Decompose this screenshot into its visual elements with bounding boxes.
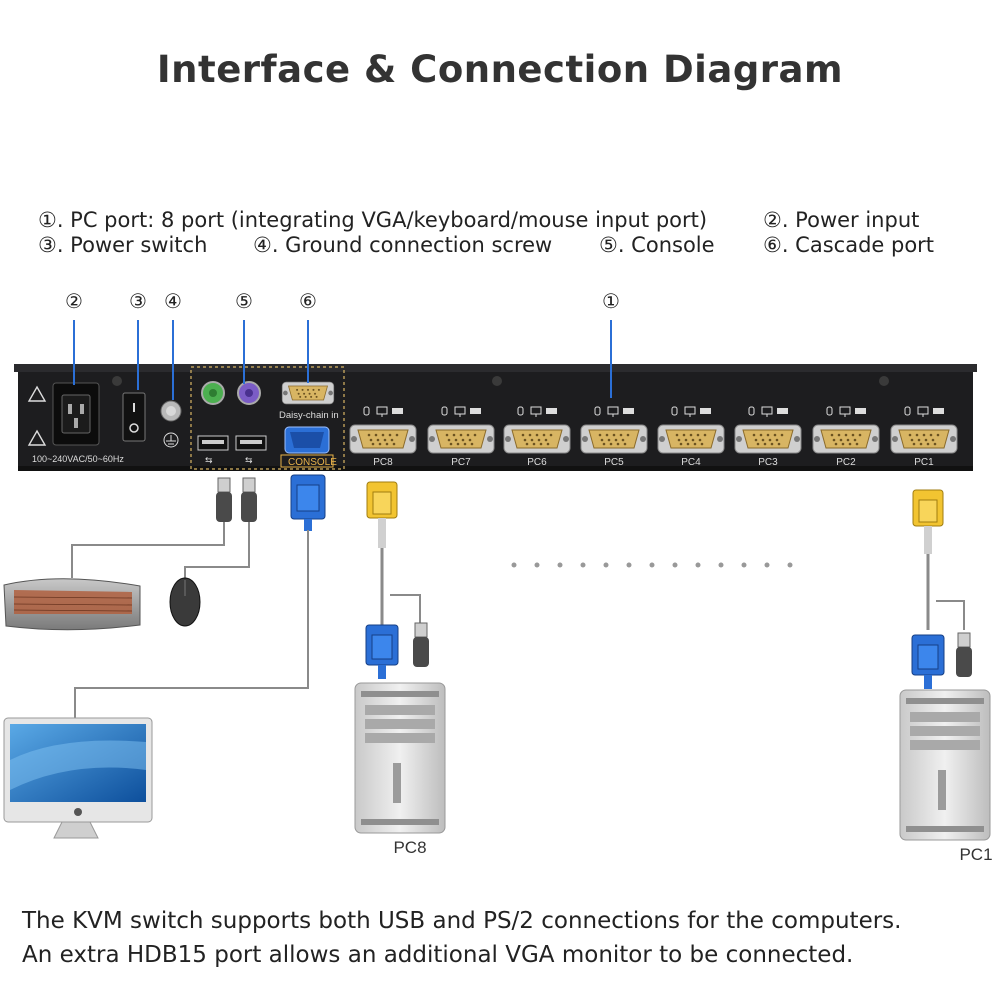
pc-port-label: PC1 [914, 457, 934, 468]
pc1-cable [911, 489, 973, 690]
pc-port-pc4[interactable]: PC4 [657, 406, 725, 468]
callout-6: ⑥ [299, 289, 317, 313]
monitor-icon [3, 717, 153, 839]
ps2-keyboard-port[interactable] [201, 381, 225, 405]
daisy-chain-label: Daisy-chain in [279, 410, 339, 421]
monitor-cable [74, 530, 309, 722]
tower-pc-icon [899, 689, 991, 841]
power-switch[interactable] [122, 392, 146, 442]
daisy-chain-port[interactable] [281, 381, 335, 405]
caption-line-2: An extra HDB15 port allows an additional… [22, 942, 854, 968]
vga-port[interactable] [427, 424, 495, 454]
pc-port-pc3[interactable]: PC3 [734, 406, 802, 468]
pc-port-label: PC2 [836, 457, 856, 468]
usb-plug-mouse [240, 477, 258, 523]
mouse-icon [169, 577, 201, 627]
callout-lines [73, 320, 612, 400]
console-label: CONSOLE [288, 457, 337, 468]
vga-port[interactable] [657, 424, 725, 454]
caption-line-1: The KVM switch supports both USB and PS/… [22, 908, 902, 934]
vga-port[interactable] [503, 424, 571, 454]
console-vga-port[interactable] [284, 426, 330, 454]
usb-cables [71, 520, 250, 580]
power-input[interactable] [52, 382, 100, 446]
legend-item-3: ③. Power switch [38, 233, 208, 257]
pc-port-label: PC4 [681, 457, 701, 468]
pc-port-pc8[interactable]: PC8 [349, 406, 417, 468]
continuation-dots [511, 562, 793, 568]
pc-port-pc1[interactable]: PC1 [890, 406, 958, 468]
usb-icon: ⇆ [245, 456, 253, 466]
legend-item-4: ④. Ground connection screw [253, 233, 553, 257]
pc8-label: PC8 [393, 838, 426, 857]
warning-icon [27, 385, 47, 446]
ground-screw[interactable] [160, 400, 182, 422]
vga-port[interactable] [349, 424, 417, 454]
pc-port-label: PC3 [758, 457, 778, 468]
diagram-title: Interface & Connection Diagram [156, 48, 844, 91]
power-rating-label: 100~240VAC/50~60Hz [32, 454, 124, 464]
ground-icon [163, 432, 179, 448]
legend-item-6: ⑥. Cascade port [763, 233, 935, 257]
callout-4: ④ [164, 289, 182, 313]
pc-port-label: PC8 [373, 457, 393, 468]
legend-item-5: ⑤. Console [599, 233, 715, 257]
vga-port[interactable] [580, 424, 648, 454]
pc-port-pc5[interactable]: PC5 [580, 406, 648, 468]
pc-port-label: PC6 [527, 457, 547, 468]
apple-logo-icon [74, 808, 82, 816]
pc-port-pc2[interactable]: PC2 [812, 406, 880, 468]
vga-port[interactable] [734, 424, 802, 454]
usb-port-1[interactable] [197, 435, 229, 451]
console-area [190, 366, 345, 470]
pc8-cable [365, 481, 430, 680]
usb-icon: ⇆ [205, 456, 213, 466]
legend-item-1: ①. PC port: 8 port (integrating VGA/keyb… [38, 208, 708, 232]
vga-port[interactable] [812, 424, 880, 454]
pc1-label: PC1 [959, 845, 992, 864]
vga-port[interactable] [890, 424, 958, 454]
pc-port-pc6[interactable]: PC6 [503, 406, 571, 468]
callout-5: ⑤ [235, 289, 253, 313]
pc-port-label: PC7 [451, 457, 471, 468]
pc-port-pc7[interactable]: PC7 [427, 406, 495, 468]
callout-3: ③ [129, 289, 147, 313]
callout-2: ② [65, 289, 83, 313]
callout-1: ① [602, 289, 620, 313]
usb-plug-keyboard [215, 477, 233, 523]
usb-port-2[interactable] [235, 435, 267, 451]
keyboard-icon [3, 578, 141, 631]
tower-pc-icon [354, 682, 446, 834]
ps2-mouse-port[interactable] [237, 381, 261, 405]
pc-port-label: PC5 [604, 457, 624, 468]
vga-plug-console [290, 474, 326, 531]
legend-item-2: ②. Power input [763, 208, 920, 232]
